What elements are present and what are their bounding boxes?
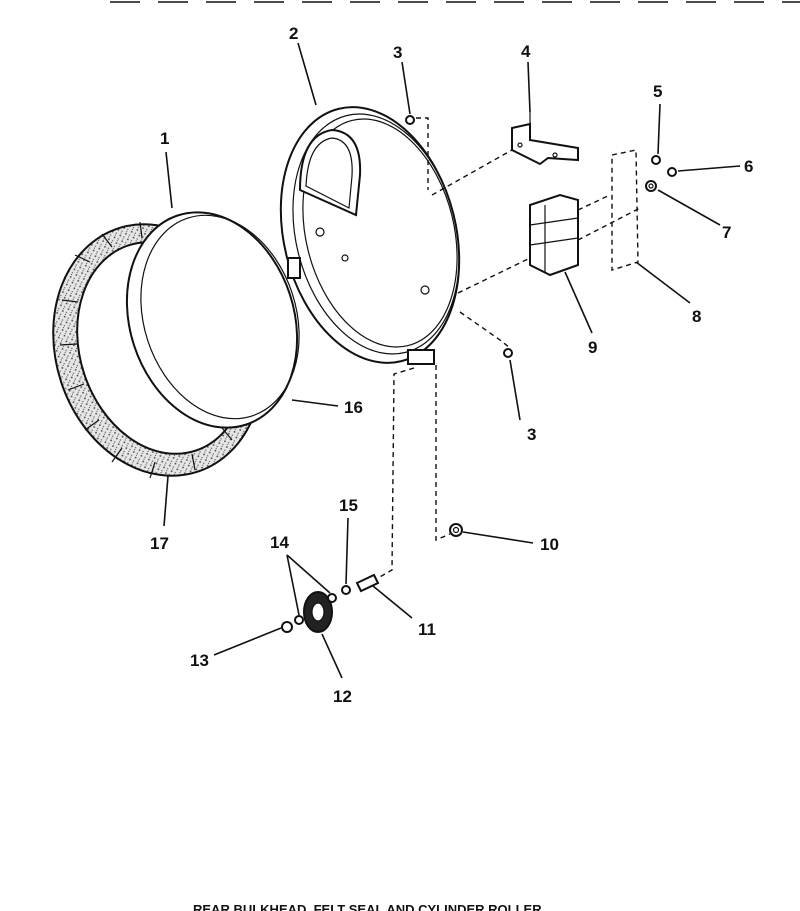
screw-part-3-bottom <box>503 348 513 358</box>
callout-1: 1 <box>160 129 169 148</box>
hinge-bracket-part-9 <box>529 193 579 277</box>
callout-10: 10 <box>540 535 559 554</box>
callout-8: 8 <box>692 307 701 326</box>
callout-13: 13 <box>190 651 209 670</box>
washer-part-14-a <box>294 615 304 625</box>
assembly-lines <box>377 117 641 579</box>
shaft-part-11 <box>355 573 380 593</box>
roller-part-12 <box>303 591 333 633</box>
callout-9: 9 <box>588 338 597 357</box>
callout-15: 15 <box>339 496 358 515</box>
washer-part-7 <box>645 180 657 192</box>
callout-3-top: 3 <box>393 43 402 62</box>
callout-11: 11 <box>418 620 436 639</box>
bracket-part-4 <box>511 112 579 166</box>
washer-part-14-b <box>327 593 337 603</box>
callout-6: 6 <box>744 157 753 176</box>
callout-7: 7 <box>722 223 731 242</box>
washer-part-15 <box>341 585 351 595</box>
nut-part-10 <box>449 523 463 537</box>
leader-lines <box>163 42 741 679</box>
nut-part-13 <box>281 621 293 633</box>
cover-part-8 <box>611 149 639 271</box>
callout-5: 5 <box>653 82 662 101</box>
callout-16: 16 <box>344 398 363 417</box>
diagram-title: REAR BULKHEAD, FELT SEAL AND CYLINDER RO… <box>193 902 542 911</box>
screw-part-6 <box>667 167 677 177</box>
cylinder-band <box>125 211 300 429</box>
callout-17: 17 <box>150 534 169 553</box>
screw-part-5 <box>651 155 661 165</box>
callout-4: 4 <box>521 42 531 61</box>
rear-bulkhead <box>279 106 461 365</box>
callout-3-bottom: 3 <box>527 425 536 444</box>
callout-labels: 1 2 3 4 5 6 7 8 9 3 10 11 12 13 14 15 16… <box>150 24 753 706</box>
screw-part-3-top <box>405 115 415 125</box>
callout-12: 12 <box>333 687 352 706</box>
callout-2: 2 <box>289 24 298 43</box>
callout-14: 14 <box>270 533 289 552</box>
